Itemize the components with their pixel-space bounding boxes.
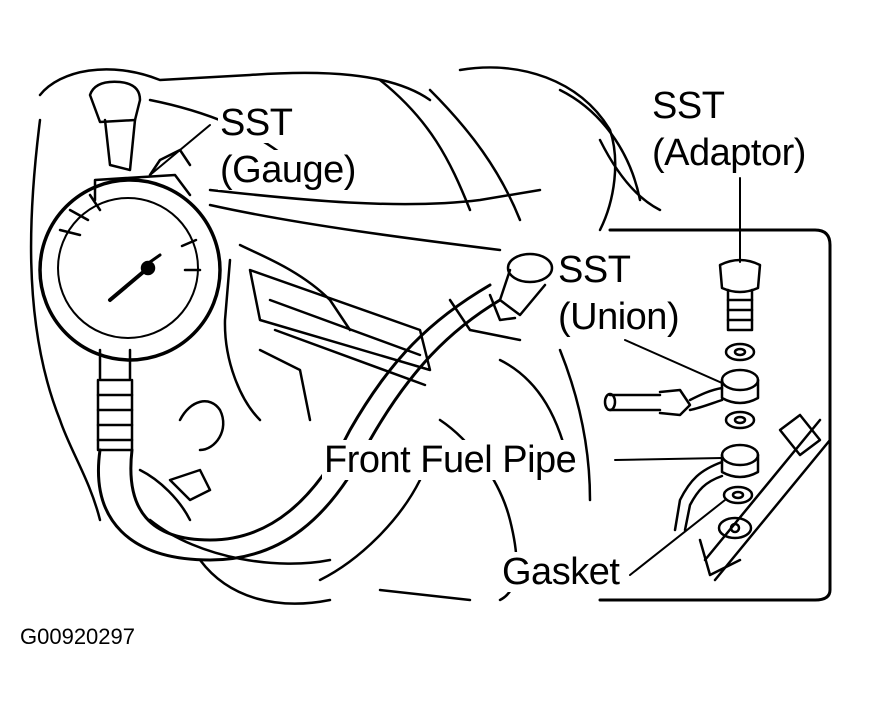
sst-adaptor-label-line2: (Adaptor) bbox=[650, 132, 808, 174]
sst-union-label-line2: (Union) bbox=[556, 296, 682, 338]
sst-union-label-line1: SST bbox=[556, 249, 633, 291]
front-fuel-pipe-label: Front Fuel Pipe bbox=[322, 439, 579, 481]
inset-box bbox=[598, 228, 832, 602]
union-fitting bbox=[488, 252, 554, 322]
adaptor-stack bbox=[698, 258, 762, 577]
fuel-hose bbox=[97, 283, 502, 562]
front-fuel-pipe-line bbox=[673, 413, 832, 582]
sst-gauge-label-line1: SST bbox=[218, 102, 295, 144]
union-pipe bbox=[603, 386, 724, 417]
sst-adaptor-label-line1: SST bbox=[650, 85, 727, 127]
gasket-label: Gasket bbox=[500, 551, 622, 593]
sst-gauge-label-line2: (Gauge) bbox=[218, 149, 358, 191]
leader-lines bbox=[149, 124, 741, 576]
figure-id: G00920297 bbox=[20, 624, 135, 649]
pressure-gauge bbox=[38, 148, 222, 452]
